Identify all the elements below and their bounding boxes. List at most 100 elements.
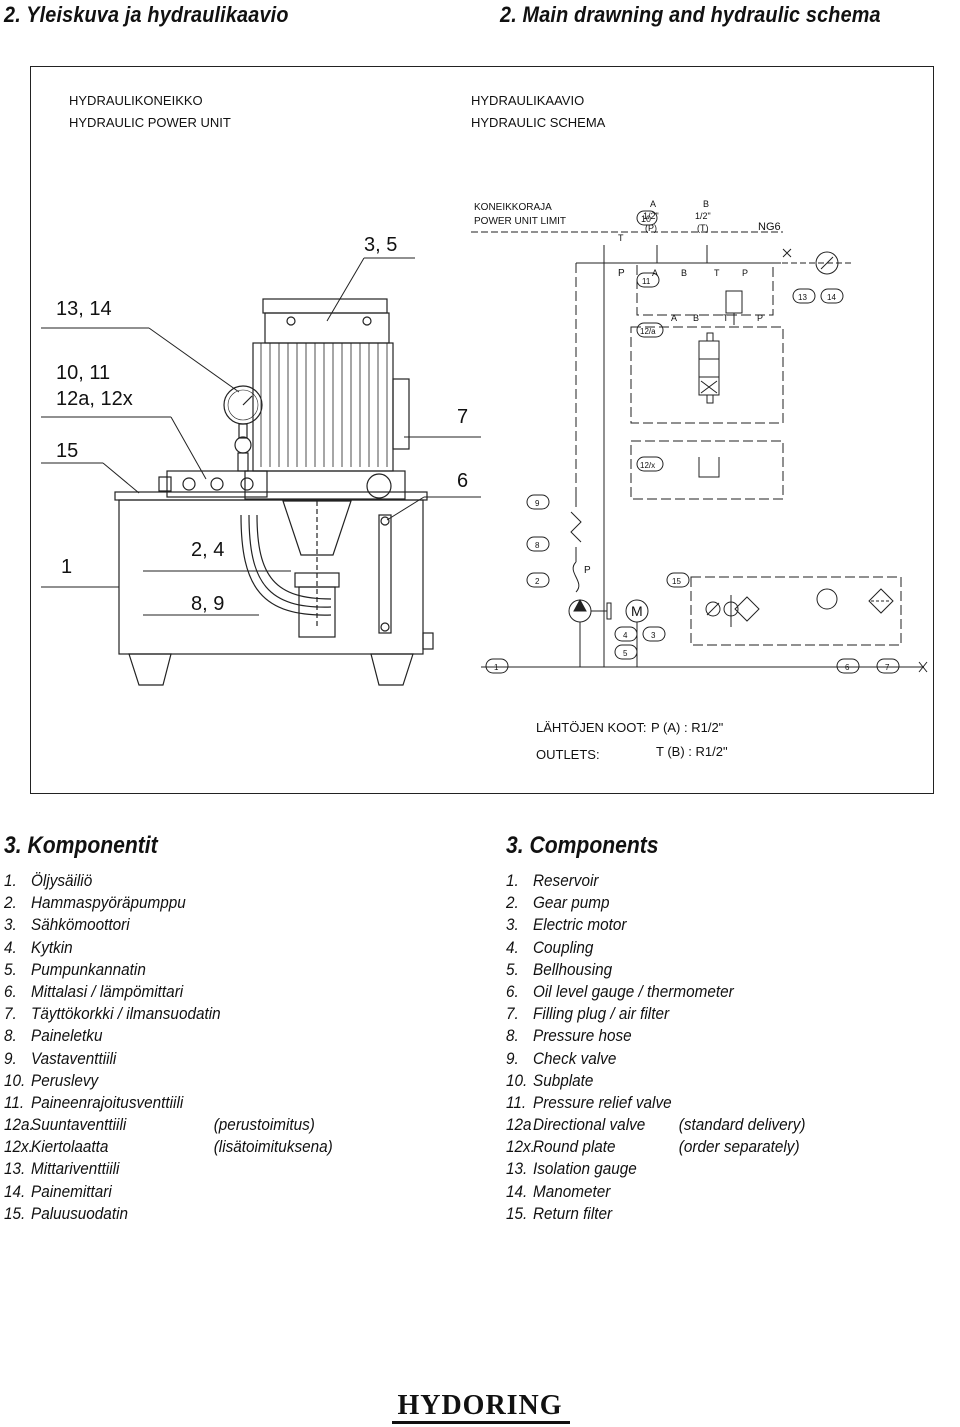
item-name: Paluusuodatin xyxy=(31,1203,128,1223)
item-number: 6. xyxy=(4,981,17,1001)
list-item: 6.Oil level gauge / thermometer xyxy=(506,981,734,1003)
svg-text:B: B xyxy=(693,313,699,323)
svg-text:B: B xyxy=(681,268,687,278)
callout-2-4: 2, 4 xyxy=(191,539,224,561)
list-item: 12x.Round plate (order separately) xyxy=(506,1136,800,1158)
svg-text:NG6: NG6 xyxy=(758,221,781,233)
item-name: Gear pump xyxy=(533,893,610,913)
list-item: 9.Vastaventtiili xyxy=(4,1048,221,1070)
list-item: 5.Pumpunkannatin xyxy=(4,959,221,981)
limit-fi: KONEIKKORAJA xyxy=(474,202,552,213)
list-item: 9.Check valve xyxy=(506,1048,734,1070)
brand-logo: HYDORING xyxy=(397,1390,563,1421)
item-number: 13. xyxy=(506,1159,528,1179)
item-number: 12x. xyxy=(506,1137,535,1157)
list-item: 12x.Kiertolaatta(lisätoimituksena) xyxy=(4,1136,333,1158)
item-name: Öljysäiliö xyxy=(31,871,93,890)
schema-title-en: HYDRAULIC SCHEMA xyxy=(471,115,606,130)
item-name: Paineenrajoitusventtiili xyxy=(31,1092,184,1112)
item-name: Manometer xyxy=(533,1181,611,1201)
item-note: (lisätoimituksena) xyxy=(213,1137,333,1157)
list-item: 13.Mittariventtiili xyxy=(4,1158,221,1180)
item-number: 13. xyxy=(4,1159,26,1179)
list-item: 4.Coupling xyxy=(506,937,734,959)
item-number: 1. xyxy=(4,871,17,890)
item-number: 2. xyxy=(4,893,17,913)
list-item: 2.Hammaspyöräpumppu xyxy=(4,892,221,914)
heading-left: 2. Yleiskuva ja hydraulikaavio xyxy=(4,2,289,27)
list-item: 10.Subplate xyxy=(506,1070,734,1092)
item-name: Peruslevy xyxy=(31,1070,99,1090)
svg-text:1: 1 xyxy=(494,663,499,672)
list-item: 14.Manometer xyxy=(506,1181,734,1203)
svg-text:4: 4 xyxy=(623,631,628,640)
item-name: Bellhousing xyxy=(533,959,613,979)
svg-text:T: T xyxy=(714,268,720,278)
item-number: 3. xyxy=(506,915,519,935)
svg-text:7: 7 xyxy=(885,663,890,672)
callout-10-11: 10, 11 xyxy=(56,362,110,384)
svg-text:15: 15 xyxy=(672,577,681,586)
item-number: 2. xyxy=(506,893,519,913)
item-number: 15. xyxy=(4,1203,26,1223)
item-note: (order separately) xyxy=(678,1137,800,1157)
item-number: 11. xyxy=(4,1092,25,1112)
callout-13-14: 13, 14 xyxy=(56,298,112,320)
item-number: 5. xyxy=(506,959,519,979)
callout-3-5: 3, 5 xyxy=(364,234,397,256)
item-name: Mittalasi / lämpömittari xyxy=(31,981,184,1001)
svg-text:T: T xyxy=(618,233,624,243)
item-number: 8. xyxy=(506,1026,519,1046)
svg-text:P: P xyxy=(584,565,591,576)
item-number: 12a. xyxy=(4,1115,34,1135)
item-number: 4. xyxy=(4,937,17,957)
item-number: 10. xyxy=(4,1070,26,1090)
item-name: Filling plug / air filter xyxy=(533,1004,670,1024)
schema-title-fi: HYDRAULIKAAVIO xyxy=(471,93,584,108)
item-name: Reservoir xyxy=(533,871,599,890)
list-item: 10.Peruslevy xyxy=(4,1070,221,1092)
item-name: Subplate xyxy=(533,1070,594,1090)
item-number: 7. xyxy=(4,1004,17,1024)
svg-text:B: B xyxy=(703,199,709,209)
svg-text:12/a: 12/a xyxy=(640,327,656,336)
item-name: Kiertolaatta xyxy=(31,1137,109,1157)
item-name: Kytkin xyxy=(31,937,73,957)
svg-text:13: 13 xyxy=(798,293,807,302)
svg-text:1/2": 1/2" xyxy=(643,211,659,221)
svg-text:9: 9 xyxy=(535,499,540,508)
svg-text:10: 10 xyxy=(641,214,651,224)
item-number: 1. xyxy=(506,871,519,890)
item-number: 3. xyxy=(4,915,17,935)
item-number: 10. xyxy=(506,1070,528,1090)
callout-6: 6 xyxy=(457,470,468,492)
limit-en: POWER UNIT LIMIT xyxy=(474,216,566,227)
svg-text:M: M xyxy=(631,603,643,619)
outlets-en: OUTLETS: xyxy=(536,747,600,762)
svg-text:14: 14 xyxy=(827,293,836,302)
item-name: Paineletku xyxy=(31,1026,103,1046)
item-name: Round plate xyxy=(533,1137,616,1157)
item-name: Electric motor xyxy=(533,915,627,935)
item-name: Return filter xyxy=(533,1203,613,1223)
svg-text:1/2": 1/2" xyxy=(695,211,711,221)
svg-text:(T): (T) xyxy=(697,223,709,233)
unit-title-fi: HYDRAULIKONEIKKO xyxy=(69,93,203,108)
callout-7: 7 xyxy=(457,406,468,428)
list-item: 4. Kytkin xyxy=(4,937,221,959)
item-name: Oil level gauge / thermometer xyxy=(533,981,734,1001)
leader-line xyxy=(148,327,240,393)
callout-1: 1 xyxy=(61,556,72,578)
callout-15: 15 xyxy=(56,440,78,462)
item-name: Directional valve xyxy=(533,1115,646,1135)
drawing-frame: HYDRAULIKONEIKKO HYDRAULIC POWER UNIT HY… xyxy=(30,66,934,794)
svg-text:A: A xyxy=(671,313,677,323)
svg-text:P: P xyxy=(618,268,625,279)
svg-text:6: 6 xyxy=(845,663,850,672)
list-item: 14.Painemittari xyxy=(4,1181,221,1203)
list-item: 7.Filling plug / air filter xyxy=(506,1003,734,1025)
svg-text:A: A xyxy=(650,199,656,209)
components-en-title: 3. Components xyxy=(506,832,659,859)
